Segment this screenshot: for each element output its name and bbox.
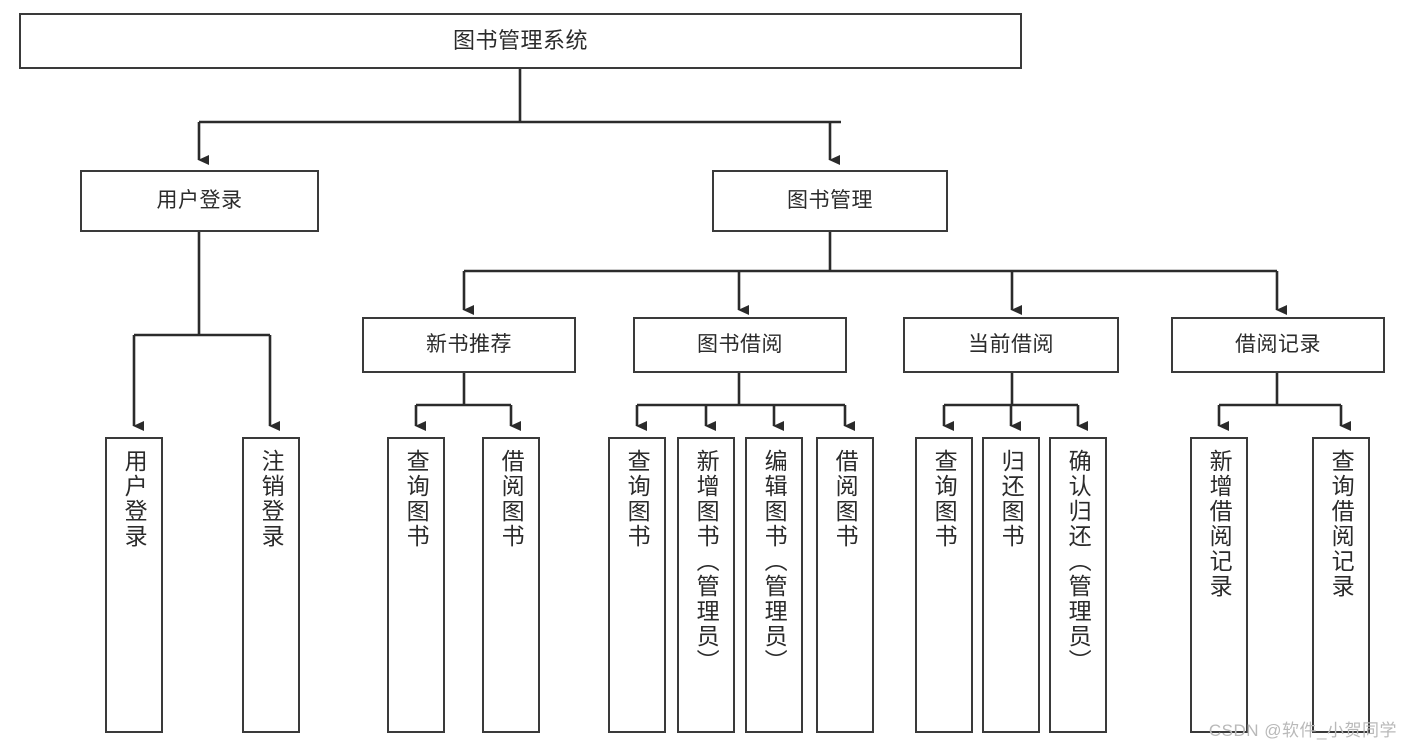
node-label: 借阅记录 bbox=[1235, 332, 1321, 356]
node-label: 查询图书 bbox=[931, 449, 958, 549]
node-label: 图书借阅 bbox=[697, 332, 783, 356]
node-label: 注销登录 bbox=[258, 449, 285, 549]
node-current-borrow[interactable]: 当前借阅 bbox=[903, 317, 1119, 373]
leaf-record-add-borrow-record[interactable]: 新增借阅记录 bbox=[1190, 437, 1248, 733]
node-label: 用户登录 bbox=[121, 449, 148, 549]
watermark: CSDN @软件_小贺同学 bbox=[1208, 721, 1397, 740]
node-label: 借阅图书 bbox=[498, 449, 525, 549]
node-label: 新增图书（管理员） bbox=[693, 449, 720, 674]
node-label: 编辑图书（管理员） bbox=[761, 449, 788, 674]
node-new-book-recommend[interactable]: 新书推荐 bbox=[362, 317, 576, 373]
node-label: 用户登录 bbox=[156, 188, 243, 212]
node-label: 图书管理 bbox=[787, 188, 873, 212]
leaf-newbook-query-book[interactable]: 查询图书 bbox=[387, 437, 445, 733]
node-label: 归还图书 bbox=[998, 449, 1025, 549]
leaf-newbook-borrow-book[interactable]: 借阅图书 bbox=[482, 437, 540, 733]
node-user-login[interactable]: 用户登录 bbox=[80, 170, 319, 232]
node-label: 图书管理系统 bbox=[452, 28, 588, 54]
leaf-borrow-query-book[interactable]: 查询图书 bbox=[608, 437, 666, 733]
node-label: 查询图书 bbox=[624, 449, 651, 549]
node-label: 查询借阅记录 bbox=[1328, 449, 1355, 599]
node-label: 新书推荐 bbox=[426, 332, 512, 356]
node-label: 借阅图书 bbox=[832, 449, 859, 549]
leaf-borrow-edit-book-admin[interactable]: 编辑图书（管理员） bbox=[745, 437, 803, 733]
node-label: 确认归还（管理员） bbox=[1065, 449, 1092, 674]
node-borrow-record[interactable]: 借阅记录 bbox=[1171, 317, 1385, 373]
leaf-user-logout[interactable]: 注销登录 bbox=[242, 437, 300, 733]
node-label: 当前借阅 bbox=[968, 332, 1054, 356]
node-book-borrow[interactable]: 图书借阅 bbox=[633, 317, 847, 373]
leaf-borrow-lend-book[interactable]: 借阅图书 bbox=[816, 437, 874, 733]
leaf-current-query-book[interactable]: 查询图书 bbox=[915, 437, 973, 733]
node-root-library-management-system[interactable]: 图书管理系统 bbox=[19, 13, 1022, 69]
node-label: 查询图书 bbox=[403, 449, 430, 549]
leaf-record-query-borrow-record[interactable]: 查询借阅记录 bbox=[1312, 437, 1370, 733]
leaf-user-login[interactable]: 用户登录 bbox=[105, 437, 163, 733]
node-book-management[interactable]: 图书管理 bbox=[712, 170, 948, 232]
leaf-borrow-add-book-admin[interactable]: 新增图书（管理员） bbox=[677, 437, 735, 733]
leaf-current-return-book[interactable]: 归还图书 bbox=[982, 437, 1040, 733]
leaf-current-confirm-return-admin[interactable]: 确认归还（管理员） bbox=[1049, 437, 1107, 733]
node-label: 新增借阅记录 bbox=[1206, 449, 1233, 599]
